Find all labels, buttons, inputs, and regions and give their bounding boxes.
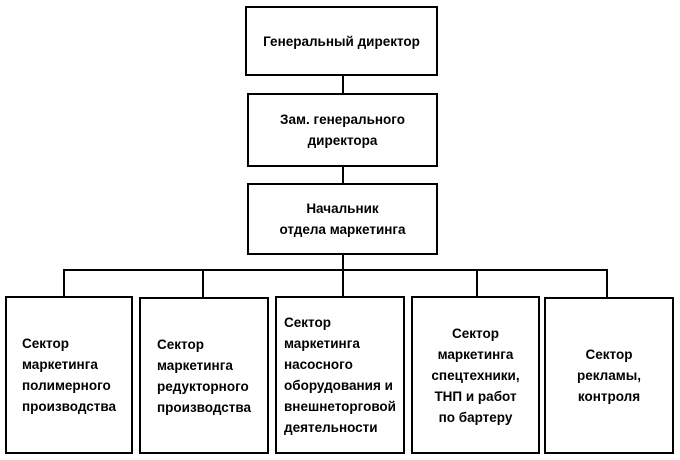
connector-director-deputy [342, 74, 344, 94]
node-sector-special-label: Сектор маркетинга спецтехники, ТНП и раб… [431, 325, 520, 425]
node-sector-reducer-label: Сектор маркетинга редукторного производс… [157, 336, 251, 415]
connector-bus-sector-4 [476, 269, 478, 297]
node-deputy-director-label: Зам. генерального директора [280, 112, 405, 148]
connector-bus-sector-1 [63, 269, 65, 297]
node-general-director-label: Генеральный директор [263, 33, 420, 49]
connector-deputy-head [342, 165, 344, 184]
node-marketing-head-label: Начальник отдела маркетинга [279, 201, 406, 237]
node-sector-polymer: Сектор маркетинга полимерного производст… [5, 296, 133, 454]
node-sector-ads: Сектор рекламы, контроля [544, 297, 674, 454]
connector-head-bus [342, 253, 344, 270]
node-sector-polymer-label: Сектор маркетинга полимерного производст… [22, 336, 116, 414]
node-general-director: Генеральный директор [245, 6, 438, 76]
node-sector-reducer: Сектор маркетинга редукторного производс… [139, 297, 269, 454]
node-deputy-director: Зам. генерального директора [247, 93, 438, 167]
node-marketing-head: Начальник отдела маркетинга [247, 183, 438, 255]
node-sector-pump-label: Сектор маркетинга насосного оборудования… [284, 315, 396, 435]
node-sector-ads-label: Сектор рекламы, контроля [576, 347, 642, 404]
connector-bus-sector-5 [606, 269, 608, 298]
connector-bus-sector-2 [202, 269, 204, 298]
connector-bus-sector-3 [342, 269, 344, 297]
node-sector-special: Сектор маркетинга спецтехники, ТНП и раб… [411, 296, 540, 454]
connector-bus [63, 269, 608, 271]
node-sector-pump: Сектор маркетинга насосного оборудования… [275, 296, 405, 454]
